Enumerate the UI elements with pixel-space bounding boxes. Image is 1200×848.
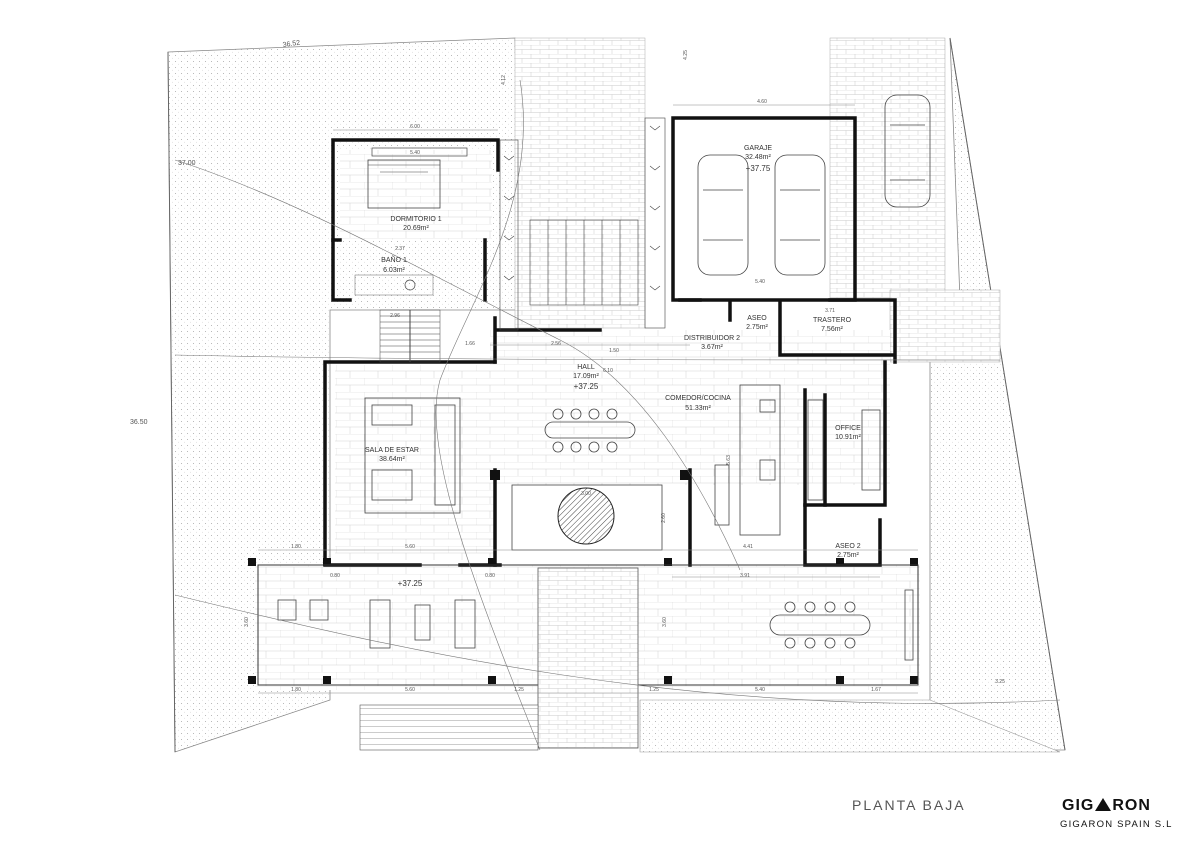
room-name-distribuidor: DISTRIBUIDOR 2 <box>684 335 740 342</box>
kitchen <box>714 384 881 536</box>
site-level-3: 36.52 <box>282 40 300 49</box>
dim-garage-width: 4.60 <box>757 99 767 105</box>
dim-terrace-f2: 0.80 <box>485 573 495 579</box>
room-area-hall: 17.09m² <box>573 373 599 380</box>
dim-side-c: 3.25 <box>995 679 1005 685</box>
garage-cars <box>697 94 931 276</box>
dim-terrace-a: 1.80 <box>291 544 301 550</box>
dim-dorm-width: 6.00 <box>410 124 420 130</box>
site-level-1: 37.00 <box>178 160 196 167</box>
room-name-trastero: TRASTERO <box>813 317 852 324</box>
right-paving <box>889 289 1001 363</box>
room-name-bano: BAÑO 1 <box>381 255 407 264</box>
dim-stairs-a: 2.96 <box>390 313 400 319</box>
elevation-garaje: +37.75 <box>746 164 771 173</box>
room-area-trastero: 7.56m² <box>821 326 843 333</box>
elevation-hall: +37.25 <box>574 382 599 391</box>
site-ground-right <box>929 37 1066 751</box>
garage-apron <box>829 37 946 299</box>
stairs <box>379 309 441 363</box>
dim-hall-d: 1.50 <box>609 348 619 354</box>
planters <box>499 117 666 331</box>
room-name-office: OFFICE <box>835 425 861 432</box>
dim-kitchen-c: 5.63 <box>726 455 732 465</box>
dim-side-b: 4.12 <box>501 75 507 85</box>
dim-terrace-d: 1.25 <box>514 687 524 693</box>
brand-logo: GIG RON <box>1062 797 1151 815</box>
dim-terrace-e: 3.60 <box>244 617 250 627</box>
room-area-sala: 38.64m² <box>379 456 405 463</box>
dim-terrace-b: 5.60 <box>405 544 415 550</box>
brand-triangle-icon <box>1095 798 1112 811</box>
dim-garage-inner: 5.40 <box>755 279 765 285</box>
entry-driveway <box>514 37 646 329</box>
room-area-distribuidor: 3.67m² <box>701 344 723 351</box>
dim-patio-a: 3.00 <box>581 491 591 497</box>
dim-patio-b: 2.60 <box>661 513 667 523</box>
contour-lines <box>174 79 1061 751</box>
brand-suffix: RON <box>1112 797 1151 814</box>
bed <box>367 159 441 209</box>
room-area-aseo: 2.75m² <box>746 324 768 331</box>
dim-kitchen-b: 4.41 <box>743 544 753 550</box>
terrace-furniture <box>277 589 914 661</box>
dim-side-a: 4.25 <box>683 50 689 60</box>
dim-hall-a: 6.10 <box>603 368 613 374</box>
dim-bath-a: 2.37 <box>395 246 405 252</box>
walls <box>323 116 897 567</box>
dim-trast-a: 3.71 <box>825 308 835 314</box>
patio-planter <box>557 487 615 545</box>
dim-hall-c: 1.66 <box>465 341 475 347</box>
bath-fixture <box>404 279 416 291</box>
room-area-garaje: 32.48m² <box>745 154 771 161</box>
room-name-dormitorio: DORMITORIO 1 <box>390 216 441 223</box>
dim-terrace-g: 1.67 <box>871 687 881 693</box>
dim-terrace-d2: 1.25 <box>649 687 659 693</box>
room-name-comedor: COMEDOR/COCINA <box>665 395 731 402</box>
room-name-hall: HALL <box>577 364 595 371</box>
site-level-2: 36.50 <box>130 419 148 426</box>
living-furniture <box>364 397 461 514</box>
room-area-office: 10.91m² <box>835 434 861 441</box>
elevation-terrace: +37.25 <box>398 579 423 588</box>
room-area-aseo2: 2.75m² <box>837 552 859 559</box>
room-name-aseo2: ASEO 2 <box>835 543 860 550</box>
drawing-title: PLANTA BAJA <box>852 797 966 813</box>
dining-tables <box>544 408 871 649</box>
room-name-aseo: ASEO <box>747 315 767 322</box>
site-boundary <box>167 37 1066 753</box>
front-steps <box>359 704 539 751</box>
dim-terrace-f: 0.80 <box>330 573 340 579</box>
entrance-path <box>537 567 639 749</box>
room-area-dormitorio: 20.69m² <box>403 225 429 232</box>
room-area-bano: 6.03m² <box>383 267 405 274</box>
terrace-pillars <box>248 470 918 684</box>
room-name-sala: SALA DE ESTAR <box>365 447 419 454</box>
dim-terrace-b2: 5.60 <box>405 687 415 693</box>
room-name-garaje: GARAJE <box>744 145 772 152</box>
brand-prefix: GIG <box>1062 797 1095 814</box>
dim-terrace-a2: 1.80 <box>291 687 301 693</box>
dim-kitchen-a: 3.91 <box>740 573 750 579</box>
dim-hall-b: 2.56 <box>551 341 561 347</box>
room-area-comedor: 51.33m² <box>685 405 711 412</box>
dimension-lines <box>258 104 918 694</box>
site-ground-bottom <box>639 699 1061 753</box>
dim-dorm-bed: 5.40 <box>410 150 420 156</box>
dim-terrace-c: 5.40 <box>755 687 765 693</box>
dim-terrace-e2: 3.60 <box>662 617 668 627</box>
company-name: GIGARON SPAIN S.L <box>1060 819 1173 830</box>
